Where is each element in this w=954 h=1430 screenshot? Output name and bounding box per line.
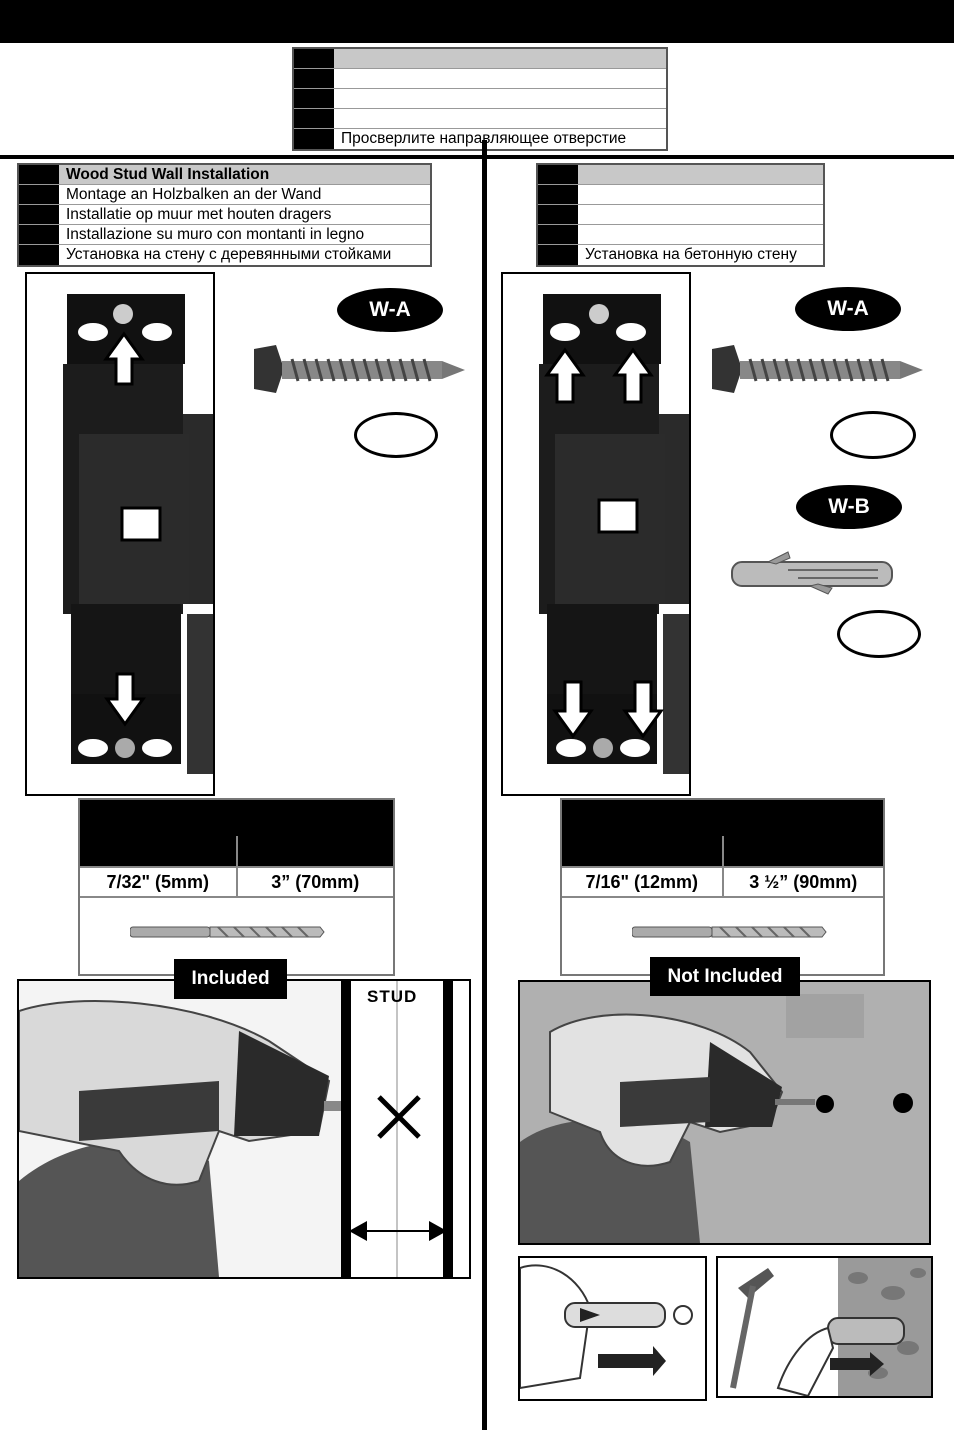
lang-row (538, 225, 823, 245)
drill-size: 7/32" (5mm) (80, 868, 238, 896)
anchor-label: W-B (796, 485, 902, 529)
spec-values-row: 7/16" (12mm) 3 ½” (90mm) (562, 866, 883, 898)
lang-text: Installazione su muro con montanti in le… (66, 226, 365, 243)
quantity-oval (837, 610, 921, 658)
lang-row: Montage an Holzbalken an der Wand (19, 185, 430, 205)
drill-into-stud-illustration (19, 981, 453, 1277)
lang-row: Installatie op muur met houten dragers (19, 205, 430, 225)
anchor-insert-image (518, 1256, 707, 1401)
lang-row (538, 165, 823, 185)
drill-into-concrete-illustration (520, 994, 913, 1243)
stud-label: STUD (367, 987, 418, 1006)
lang-text (578, 225, 823, 244)
included-tag: Included (174, 959, 287, 999)
vertical-divider (482, 140, 487, 1430)
concrete-language-table: Установка на бетонную стену (536, 163, 825, 267)
wall-anchor-icon (731, 551, 893, 595)
lang-row: Просверлите направляющее отверстие (294, 129, 666, 149)
lang-text (578, 185, 823, 204)
lang-row: Установка на стену с деревянными стойкам… (19, 245, 430, 265)
lang-row (294, 109, 666, 129)
drill-bit-cell (562, 898, 883, 974)
lang-text: Installatie op muur met houten dragers (66, 206, 332, 223)
lang-text (578, 165, 823, 184)
lang-text: Установка на стену с деревянными стойкам… (66, 246, 392, 263)
spec-header (562, 800, 883, 836)
anchor-hammer-image (716, 1256, 933, 1398)
horizontal-divider (0, 155, 954, 159)
lang-row: Установка на бетонную стену (538, 245, 823, 265)
concrete-bracket-image (501, 272, 691, 796)
lang-row (294, 69, 666, 89)
spec-header (80, 800, 393, 836)
lag-screw-icon (254, 345, 465, 393)
top-language-table: Просверлите направляющее отверстие (292, 47, 668, 151)
wood-language-table: Wood Stud Wall Installation Montage an H… (17, 163, 432, 267)
lang-text (334, 109, 666, 128)
concrete-drilling-image (518, 980, 931, 1245)
wood-drill-spec-table: 7/32" (5mm) 3” (70mm) (78, 798, 395, 976)
spec-subheader (80, 836, 393, 866)
hammer-anchor-illustration (730, 1258, 931, 1396)
drill-size: 7/16" (12mm) (562, 868, 724, 896)
wood-drilling-image: STUD (17, 979, 471, 1279)
concrete-screw-label: W-A (795, 287, 901, 331)
quantity-oval (354, 412, 438, 458)
spec-values-row: 7/32" (5mm) 3” (70mm) (80, 866, 393, 898)
lang-row: Installazione su muro con montanti in le… (19, 225, 430, 245)
bracket-illustration (539, 294, 689, 774)
lang-text: Montage an Holzbalken an der Wand (66, 186, 322, 203)
lang-row (294, 49, 666, 69)
lang-text (334, 89, 666, 108)
drill-bit-icon (632, 926, 827, 938)
lang-row (294, 89, 666, 109)
bracket-illustration (63, 294, 213, 774)
drill-depth: 3” (70mm) (271, 872, 360, 892)
wood-screw-label: W-A (337, 288, 443, 332)
lang-row: Wood Stud Wall Installation (19, 165, 430, 185)
spec-subheader (562, 836, 883, 866)
lang-text (334, 49, 666, 68)
lang-text (334, 69, 666, 88)
insert-anchor-illustration (520, 1264, 693, 1390)
drill-bit-icon (130, 926, 325, 938)
not-included-tag: Not Included (650, 957, 800, 996)
lang-text: Установка на бетонную стену (585, 246, 797, 263)
lang-row (538, 185, 823, 205)
lag-screw-icon (712, 345, 923, 393)
lang-text (578, 205, 823, 224)
header-bar (0, 0, 954, 43)
concrete-drill-spec-table: 7/16" (12mm) 3 ½” (90mm) (560, 798, 885, 976)
quantity-oval (830, 411, 916, 459)
drill-bit-cell (80, 898, 393, 974)
wood-bracket-image (25, 272, 215, 796)
lang-text: Wood Stud Wall Installation (59, 165, 430, 184)
lang-row (538, 205, 823, 225)
lang-text: Просверлите направляющее отверстие (341, 130, 627, 147)
drill-depth: 3 ½” (90mm) (749, 872, 858, 892)
